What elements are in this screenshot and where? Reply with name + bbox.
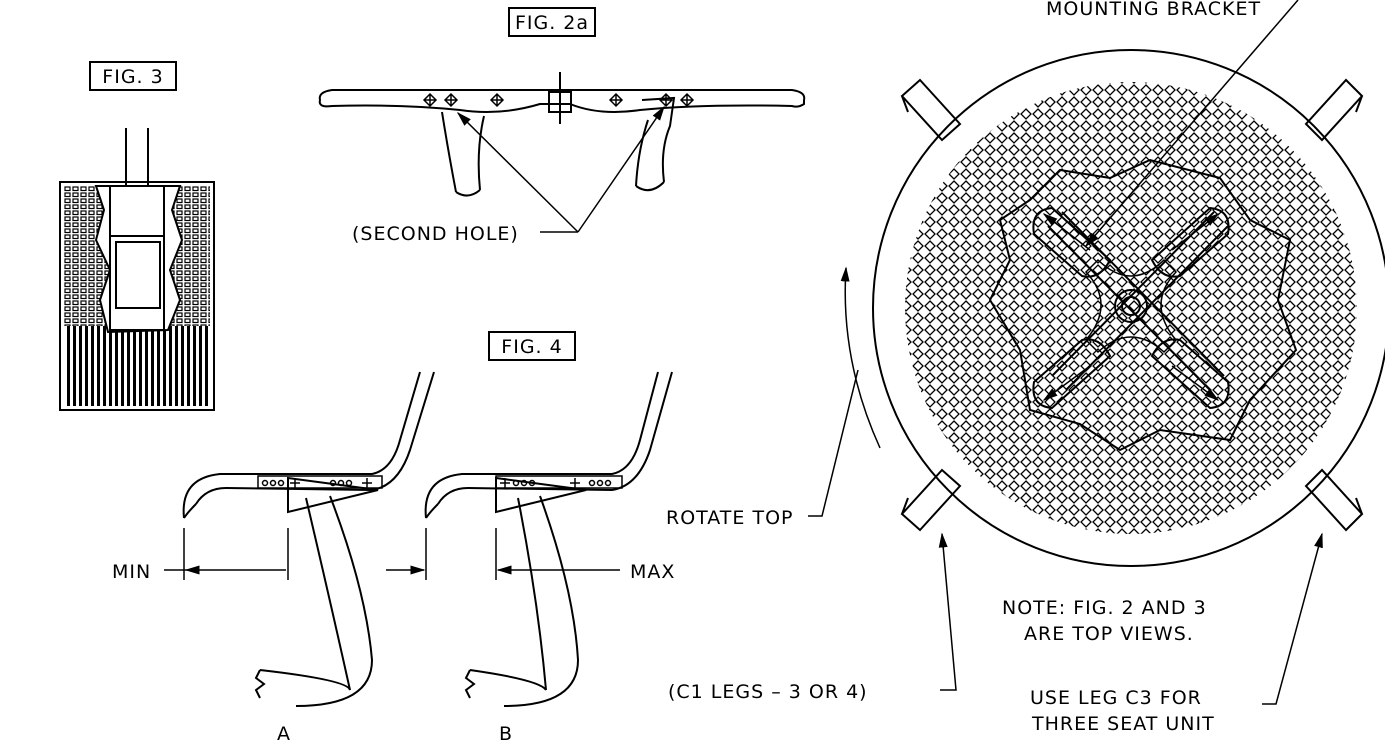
leg-upper-right [1304, 78, 1364, 142]
c1-legs-label: (C1 LEGS – 3 OR 4) [668, 681, 868, 703]
perforated-pattern [905, 82, 1357, 534]
fig2a-label: FIG. 2a [515, 12, 589, 34]
note-line2: ARE TOP VIEWS. [1024, 623, 1194, 645]
fig3-label: FIG. 3 [102, 66, 163, 88]
fig3-label-box [89, 61, 177, 91]
seat-b [424, 371, 673, 707]
table-top-outline [872, 49, 1385, 567]
dimension-lines [164, 528, 620, 580]
fig3-cutaway [94, 185, 184, 334]
min-label: MIN [112, 561, 151, 583]
fig3-frame [59, 181, 215, 411]
fig4-label-box [488, 331, 576, 361]
seat-b-label: B [499, 723, 513, 744]
fig2a-top-profile [318, 89, 806, 113]
fig2a-holes [422, 92, 695, 108]
fig3-insert [115, 241, 161, 309]
c3-label-line2: THREE SEAT UNIT [1031, 713, 1215, 735]
max-label: MAX [630, 561, 675, 583]
seat-a-label: A [277, 723, 291, 744]
fig2a-left-leg [441, 111, 485, 193]
fig4-label: FIG. 4 [501, 336, 562, 358]
fig4-drawing: FIG. 4 [112, 331, 675, 744]
fig2a-label-box [508, 7, 596, 37]
top-view-drawing: MOUNTING BRACKET ROTATE TOP (C1 LEGS – 3… [666, 0, 1385, 735]
mounting-bracket-label: MOUNTING BRACKET [1046, 0, 1261, 20]
leg-lower-right [1304, 468, 1364, 532]
c3-label-line1: USE LEG C3 FOR [1030, 687, 1202, 709]
second-hole-label: (SECOND HOLE) [352, 223, 519, 245]
cutaway-region [988, 158, 1298, 452]
fig2a-right-leg [635, 96, 676, 187]
note-line1: NOTE: FIG. 2 AND 3 [1002, 597, 1207, 619]
rotate-arrow [840, 266, 881, 449]
leg-upper-left [900, 78, 962, 142]
fig2a-drawing: FIG. 2a (SECOND HOLE) [318, 7, 806, 245]
fig3-bar-hatch [64, 326, 210, 406]
fig3-drawing: FIG. 3 [59, 61, 215, 411]
fig3-tube [109, 185, 165, 331]
leg-lower-left [900, 468, 962, 532]
rotate-top-label: ROTATE TOP [666, 507, 793, 529]
seat-a [182, 371, 435, 707]
